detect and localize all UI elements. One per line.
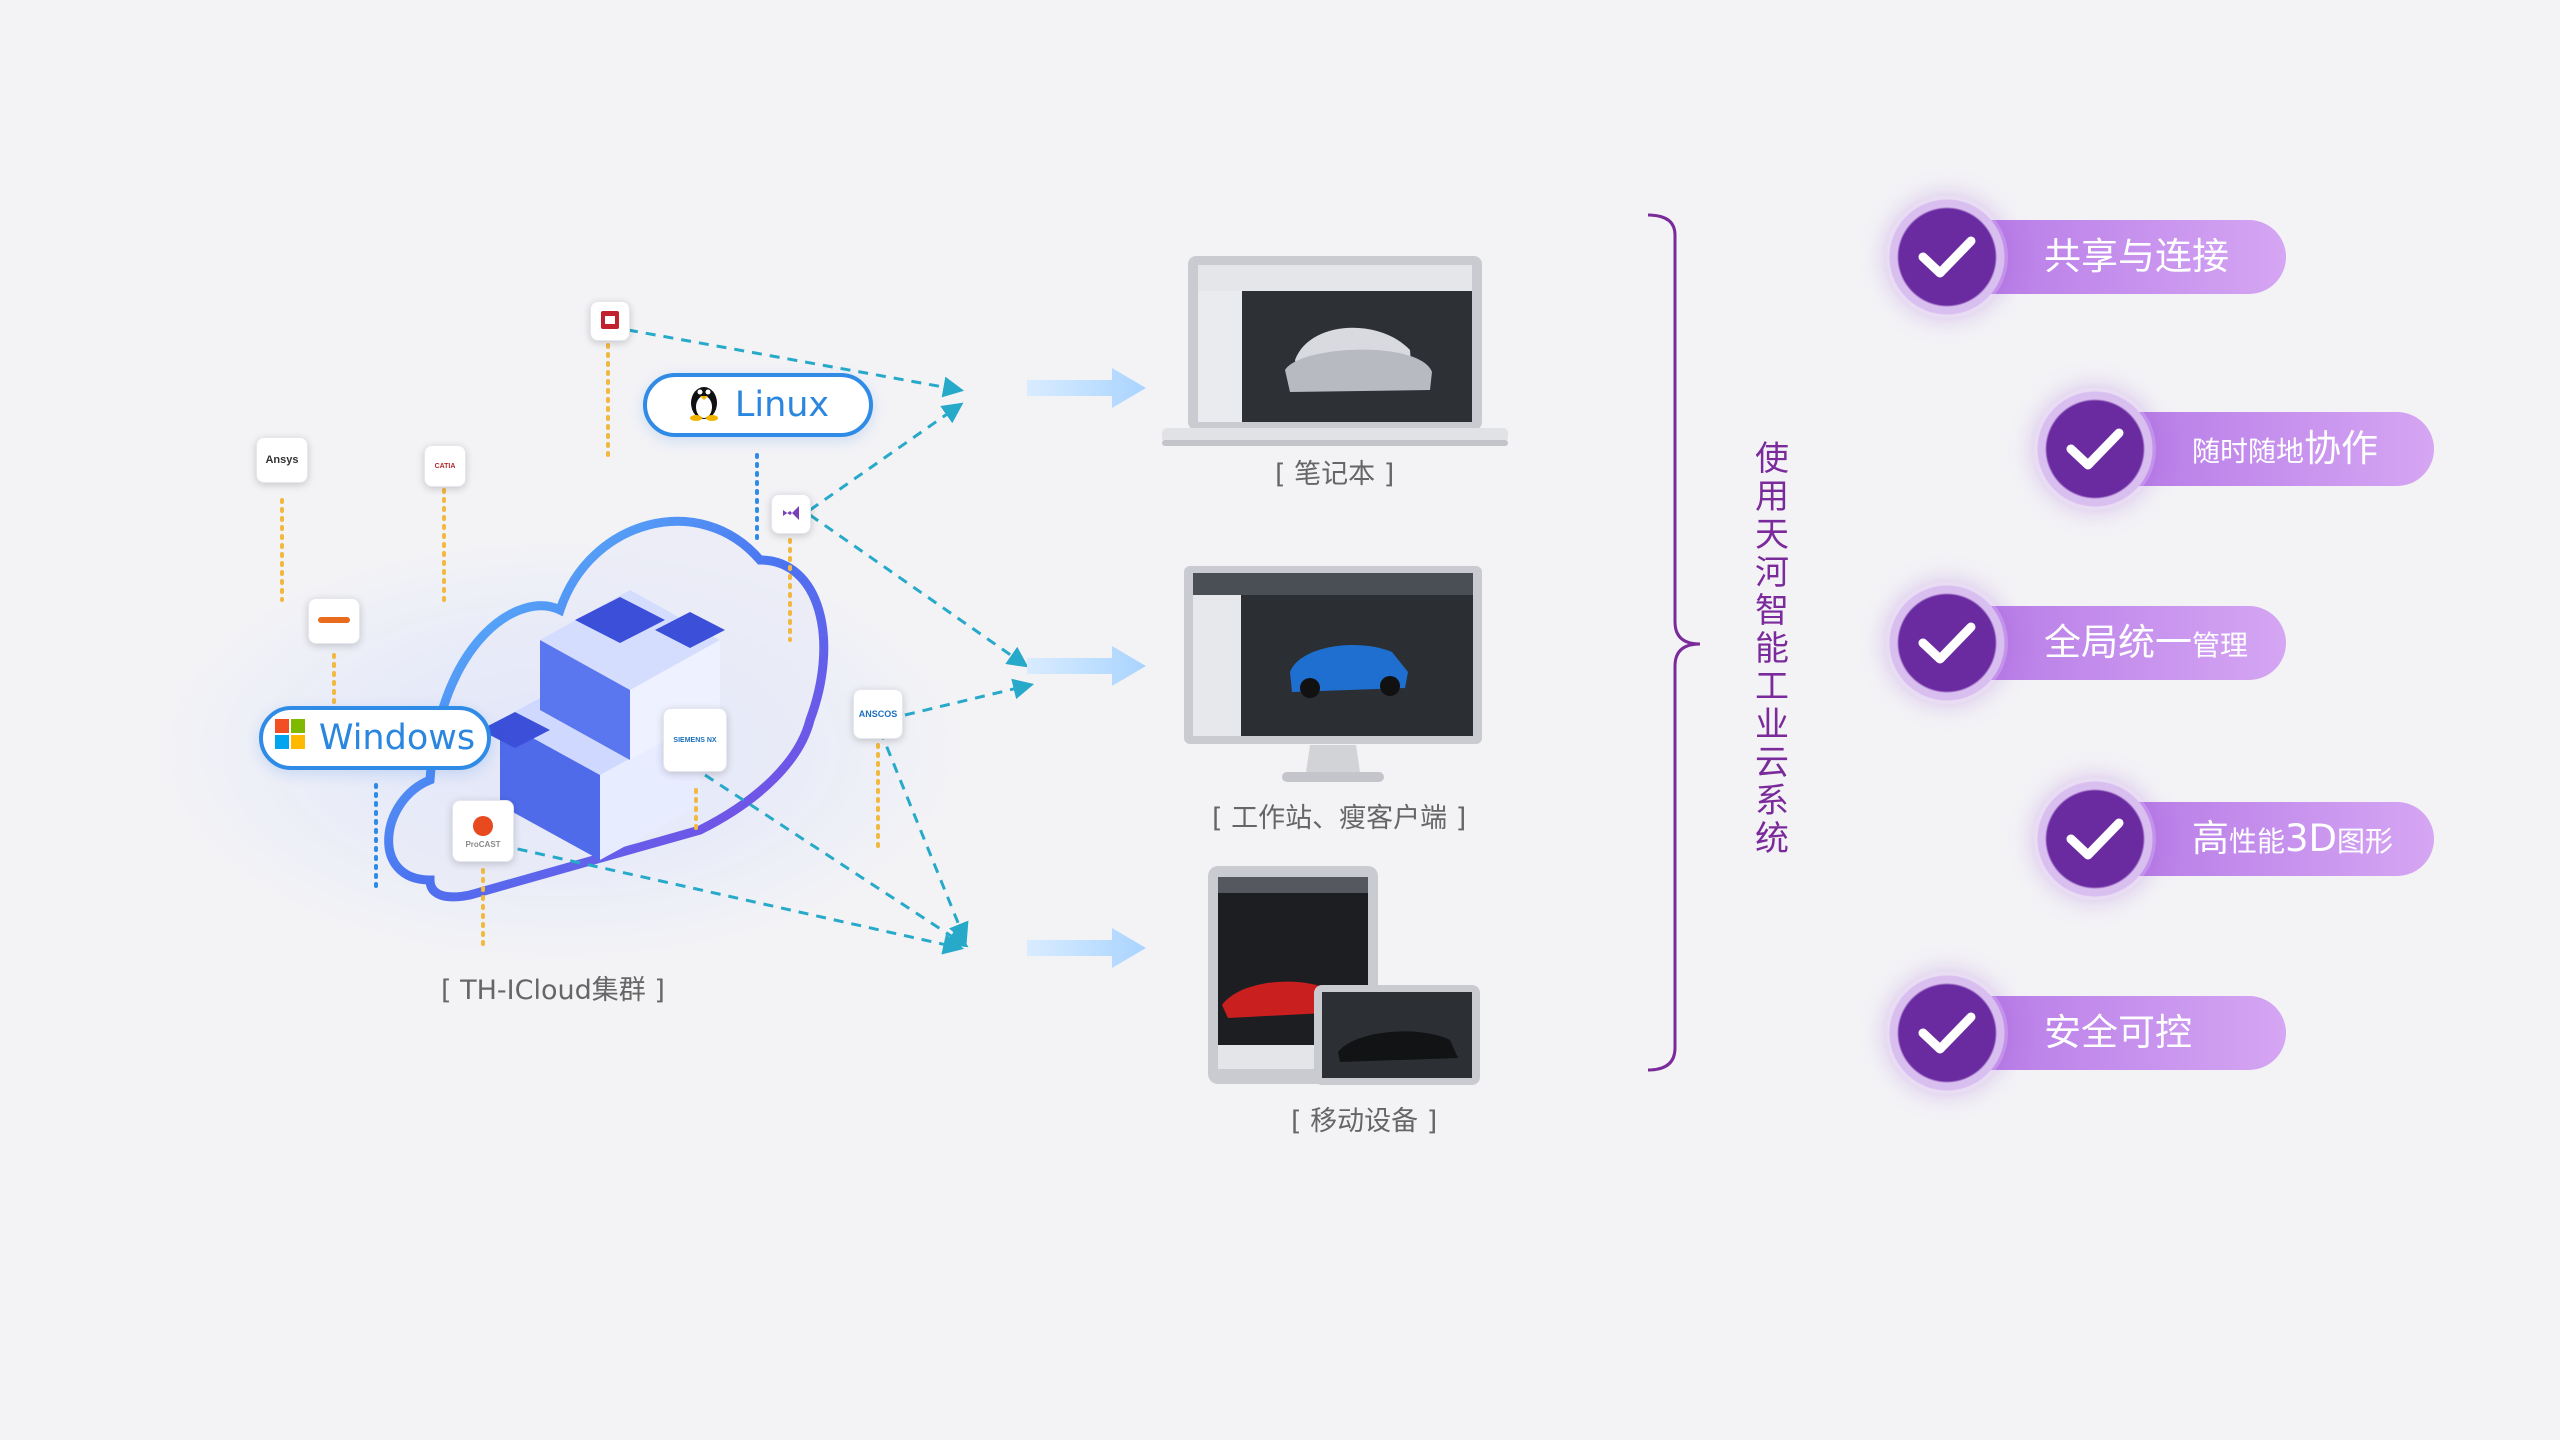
feature-label: 安全可控 [2044, 1011, 2192, 1054]
anscos-logo-text: ANSCOS [858, 709, 898, 719]
bracket [1647, 213, 1701, 1072]
check-icon [1886, 196, 2008, 318]
visual-studio-icon [780, 502, 802, 527]
laptop-caption: [ 笔记本 ] [1275, 459, 1395, 490]
windows-label: Windows [318, 718, 476, 758]
arrow-to-laptop [1027, 368, 1146, 408]
feature-label-part: 3D [2285, 817, 2338, 860]
siemens-nx-logo-text: SIEMENS NX [673, 736, 717, 744]
check-icon [2034, 778, 2156, 900]
arrow-to-workstation [1027, 646, 1146, 686]
windows-logo-icon [274, 718, 305, 758]
feature-label-part: 性能 [2229, 825, 2286, 858]
server-stack-icon [480, 590, 725, 860]
orange-app-badge [308, 598, 360, 644]
feature-label: 高性能3D图形 [2192, 800, 2393, 878]
catia-logo-text: CATIA [434, 462, 456, 470]
siemens-nx-badge: SIEMENS NX [663, 708, 727, 772]
feature-label-part: 协作 [2304, 427, 2379, 470]
feature-share-connect: 共享与连接 [1886, 196, 2286, 318]
check-icon [2034, 388, 2156, 510]
feature-label: 随时随地协作 [2192, 410, 2378, 488]
ansys-logo-text: Ansys [265, 454, 299, 466]
windows-pill: Windows [259, 706, 491, 770]
feature-label-part: 管理 [2192, 629, 2249, 662]
feature-secure-control: 安全可控 [1886, 972, 2286, 1094]
pdf-app-icon [599, 309, 621, 334]
feature-3d-graphics: 高性能3D图形 [2034, 778, 2434, 900]
feature-collaborate: 随时随地协作 [2034, 388, 2434, 510]
ansys-badge: Ansys [256, 437, 308, 483]
feature-label: 共享与连接 [2044, 235, 2229, 278]
procast-badge: ProCAST [452, 800, 514, 862]
linux-penguin-icon [687, 381, 721, 430]
system-title: 使用天河智能工业云系统 [1755, 439, 1789, 859]
feature-label-part: 高 [2192, 817, 2229, 860]
visual-studio-badge [771, 494, 811, 534]
linux-pill: Linux [643, 373, 873, 437]
procast-logo-icon [471, 814, 495, 840]
arrow-to-mobile [1027, 928, 1146, 968]
check-icon [1886, 972, 2008, 1094]
orange-app-icon [316, 613, 352, 630]
linux-label: Linux [734, 385, 830, 425]
monitor-icon [1184, 566, 1482, 782]
feature-label-part: 图形 [2337, 825, 2394, 858]
phone-icon [1314, 985, 1480, 1085]
cluster-caption: [ TH-ICloud集群 ] [441, 975, 665, 1006]
laptop-icon [1162, 256, 1508, 446]
mobile-caption: [ 移动设备 ] [1291, 1106, 1438, 1137]
catia-badge: CATIA [424, 445, 466, 487]
workstation-caption: [ 工作站、瘦客户端 ] [1212, 803, 1467, 834]
feature-unified-management: 全局统一管理 [1886, 582, 2286, 704]
feature-label: 全局统一管理 [2044, 604, 2248, 682]
feature-label-part: 随时随地 [2192, 435, 2305, 468]
procast-logo-text: ProCAST [465, 839, 501, 849]
anscos-badge: ANSCOS [853, 689, 903, 739]
check-icon [1886, 582, 2008, 704]
feature-label-part: 全局统一 [2044, 621, 2192, 664]
pdf-app-badge [590, 301, 630, 341]
